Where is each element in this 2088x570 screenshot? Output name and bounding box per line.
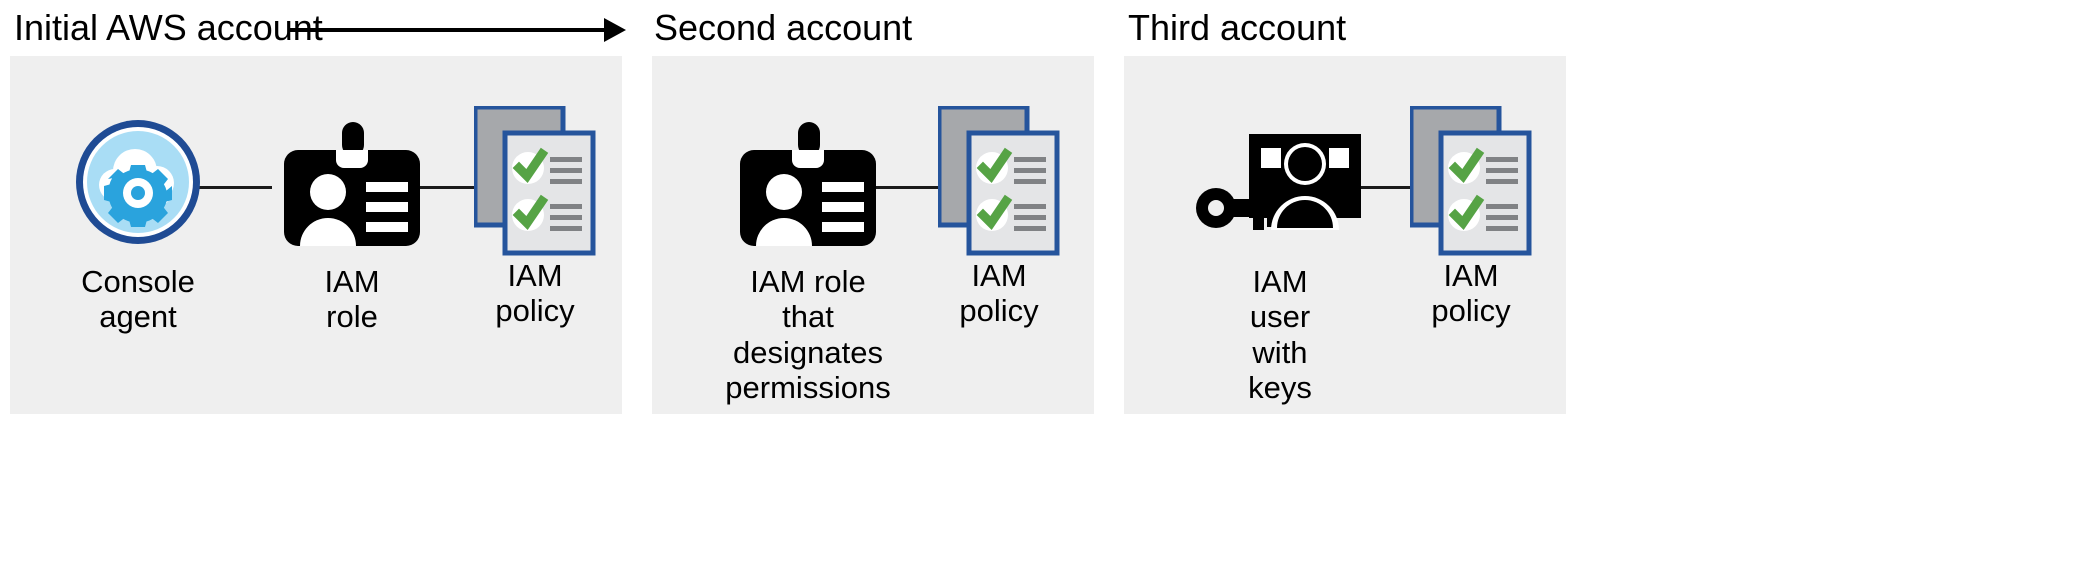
cloud-gear-glyph [99, 149, 174, 227]
iam-role-designates-art [718, 112, 898, 262]
header-second-account: Second account [654, 7, 913, 48]
node-iam-policy-third: IAM policy [1386, 106, 1556, 328]
policy-documents-glyph [1410, 106, 1532, 256]
policy-documents-icon [1410, 106, 1532, 256]
label-iam-policy: IAM policy [495, 258, 575, 329]
iam-policy-art [914, 106, 1084, 256]
id-badge-icon [738, 120, 878, 248]
iam-policy-art [450, 106, 620, 256]
id-badge-glyph [740, 122, 876, 246]
user-with-key-icon [1195, 124, 1365, 250]
policy-documents-icon [474, 106, 596, 256]
policy-documents-icon [938, 106, 1060, 256]
label-iam-role: IAM role [324, 264, 380, 335]
iam-role-art [262, 112, 442, 262]
policy-documents-glyph [938, 106, 1060, 256]
node-iam-role-designates: IAM role that designates permissions [718, 112, 898, 405]
policy-documents-glyph [474, 106, 596, 256]
panel-third-account: IAM user with keys [1124, 56, 1566, 414]
label-console-agent: Console agent [81, 264, 195, 335]
arrow-shaft [288, 28, 608, 32]
node-iam-policy: IAM policy [450, 106, 620, 328]
node-console-agent: Console agent [28, 112, 248, 334]
user-with-key-glyph [1196, 134, 1361, 230]
arrow-head-icon [604, 18, 626, 42]
iam-user-with-keys-art [1180, 112, 1380, 262]
iam-policy-art [1386, 106, 1556, 256]
connector-iam-role-to-iam-policy-second [860, 186, 942, 189]
node-iam-policy-second: IAM policy [914, 106, 1084, 328]
id-badge-glyph [284, 122, 420, 246]
node-iam-user-with-keys: IAM user with keys [1180, 112, 1380, 405]
header-initial-aws-account: Initial AWS account [14, 7, 323, 48]
panel-initial-aws-account: Console agent [10, 56, 622, 414]
console-agent-art [28, 112, 248, 262]
label-iam-user-with-keys: IAM user with keys [1248, 264, 1312, 405]
label-iam-policy-second: IAM policy [959, 258, 1039, 329]
panel-second-account: IAM role that designates permissions [652, 56, 1094, 414]
connector-iam-user-to-iam-policy-third [1336, 186, 1414, 189]
arrow-initial-to-second [288, 16, 636, 44]
cloud-gear-circle-icon [76, 120, 200, 244]
connector-iam-role-to-iam-policy [400, 186, 480, 189]
connector-console-agent-to-iam-role [157, 186, 272, 189]
id-badge-icon [282, 120, 422, 248]
label-iam-role-designates: IAM role that designates permissions [725, 264, 891, 405]
agent-inner-fill [87, 131, 189, 233]
label-iam-policy-third: IAM policy [1431, 258, 1511, 329]
header-third-account: Third account [1128, 7, 1347, 48]
node-iam-role: IAM role [262, 112, 442, 334]
